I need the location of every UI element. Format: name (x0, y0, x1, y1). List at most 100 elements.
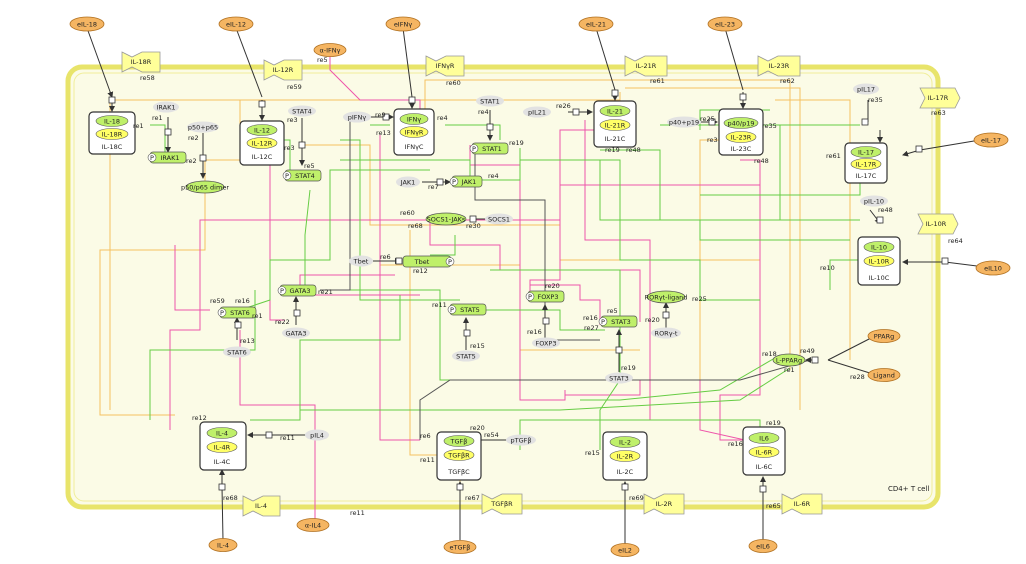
svg-text:eIL-23: eIL-23 (715, 21, 735, 29)
svg-text:FOXP3: FOXP3 (538, 293, 559, 301)
reaction-nodes (108, 89, 949, 493)
svg-text:re64: re64 (948, 237, 963, 245)
interaction-lines (99, 50, 880, 520)
gene-IRAK1: IRAK1 (153, 101, 179, 113)
svg-text:re3: re3 (287, 116, 298, 124)
svg-text:re48: re48 (626, 146, 641, 154)
gene-pTGFb: pTGFβ (506, 434, 536, 446)
svg-text:IL-10C: IL-10C (869, 274, 890, 282)
svg-text:P: P (448, 258, 452, 266)
svg-text:IL-21C: IL-21C (605, 135, 626, 143)
svg-text:re5: re5 (304, 162, 315, 170)
svg-text:IL-21R: IL-21R (605, 122, 626, 130)
svg-text:re61: re61 (826, 152, 841, 160)
svg-text:IL-21: IL-21 (607, 108, 623, 116)
external-ligands: eIL-18 eIL-12 eIFNγ eIL-21 eIL-23 eIL-17… (69, 16, 1011, 557)
svg-text:P: P (280, 287, 284, 295)
receptor-TGFbR: TGFβR (481, 493, 523, 515)
svg-text:re20: re20 (470, 424, 485, 432)
receptor-IL12R: IL-12R (263, 59, 303, 81)
svg-text:re6: re6 (380, 253, 391, 261)
svg-text:re19: re19 (509, 139, 524, 147)
svg-text:IL-12R: IL-12R (273, 66, 294, 74)
svg-text:re13: re13 (240, 337, 255, 345)
ligand-eTGFb: eTGFβ (443, 540, 477, 554)
receptors: IL-18R IL-12R IFNγR IL-21R IL-23R IL-17R… (121, 51, 961, 517)
svg-text:IFNγR: IFNγR (405, 129, 424, 137)
svg-text:Tbet: Tbet (414, 258, 430, 266)
svg-text:JAK1: JAK1 (461, 178, 477, 186)
svg-text:STAT6: STAT6 (227, 349, 247, 357)
svg-text:re20: re20 (545, 282, 560, 290)
svg-text:p50+p65: p50+p65 (188, 124, 218, 132)
ligand-aIL4: α-IL4 (296, 518, 330, 532)
svg-text:re11: re11 (432, 301, 447, 309)
ligand-IL4: IL-4 (208, 538, 238, 552)
svg-text:IL-18R: IL-18R (131, 58, 152, 66)
svg-text:pIFNγ: pIFNγ (348, 114, 367, 122)
svg-text:TGFβC: TGFβC (447, 468, 470, 476)
svg-text:Ligand: Ligand (873, 372, 895, 380)
gene-pIL17: pIL17 (853, 83, 879, 95)
svg-text:re13: re13 (376, 129, 391, 137)
svg-text:eIFNγ: eIFNγ (394, 21, 413, 29)
svg-text:re48: re48 (754, 157, 769, 165)
svg-text:STAT1: STAT1 (480, 98, 500, 106)
svg-text:re15: re15 (470, 342, 485, 350)
svg-text:re16: re16 (728, 440, 743, 448)
svg-text:IL-6C: IL-6C (756, 463, 773, 471)
svg-text:p40/p19: p40/p19 (728, 120, 755, 128)
svg-text:re1: re1 (152, 114, 163, 122)
svg-text:JAK1: JAK1 (400, 179, 416, 187)
svg-text:pTGFβ: pTGFβ (510, 437, 531, 445)
svg-text:SOCS1-JAKs: SOCS1-JAKs (427, 216, 466, 224)
receptor-IL2R: IL-2R (643, 493, 685, 515)
svg-text:re54: re54 (484, 431, 499, 439)
svg-text:α-IFNγ: α-IFNγ (320, 47, 341, 55)
svg-text:eIL6: eIL6 (756, 543, 770, 551)
gene-STAT1: STAT1 (476, 95, 504, 107)
svg-text:IL-23R: IL-23R (769, 62, 790, 70)
svg-text:SOCS1: SOCS1 (488, 216, 510, 224)
svg-text:re5: re5 (317, 56, 328, 64)
svg-text:re6: re6 (420, 432, 431, 440)
svg-text:re68: re68 (408, 222, 423, 230)
svg-text:eIL10: eIL10 (984, 265, 1002, 273)
svg-text:re69: re69 (629, 494, 644, 502)
gene-nodes: IRAK1 p50+p65 STAT4 pIFNγ STAT1 pIL21 p4… (153, 83, 888, 446)
svg-text:re4: re4 (437, 114, 448, 122)
svg-text:pIL4: pIL4 (310, 432, 324, 440)
svg-text:re25: re25 (700, 115, 715, 123)
gene-pIL4: pIL4 (305, 429, 329, 441)
gene-SOCS1: SOCS1 (485, 213, 513, 225)
svg-text:re3: re3 (707, 136, 718, 144)
svg-text:P: P (285, 172, 289, 180)
svg-text:re21: re21 (318, 288, 333, 296)
svg-text:pIL21: pIL21 (528, 109, 546, 117)
svg-text:P: P (528, 293, 532, 301)
svg-text:eIL2: eIL2 (618, 547, 632, 555)
svg-text:P: P (150, 154, 154, 162)
svg-text:IL-17R: IL-17R (856, 161, 877, 169)
svg-text:p40+p19: p40+p19 (669, 119, 699, 127)
svg-text:re3: re3 (284, 144, 295, 152)
protein-RORyt: RORγt-ligand (645, 290, 687, 304)
svg-text:IL-18R: IL-18R (102, 131, 123, 139)
svg-text:re65: re65 (766, 502, 781, 510)
receptor-IL10R: IL-10R (917, 213, 959, 235)
gene-STAT6: STAT6 (223, 346, 251, 358)
svg-text:re30: re30 (466, 222, 481, 230)
svg-text:GATA3: GATA3 (285, 330, 306, 338)
gene-RORyt: RORγ-t (651, 327, 681, 339)
svg-text:re11: re11 (350, 509, 365, 517)
ligand-eIL6: eIL6 (748, 539, 778, 553)
ligand-eIL23: eIL-23 (707, 16, 743, 32)
